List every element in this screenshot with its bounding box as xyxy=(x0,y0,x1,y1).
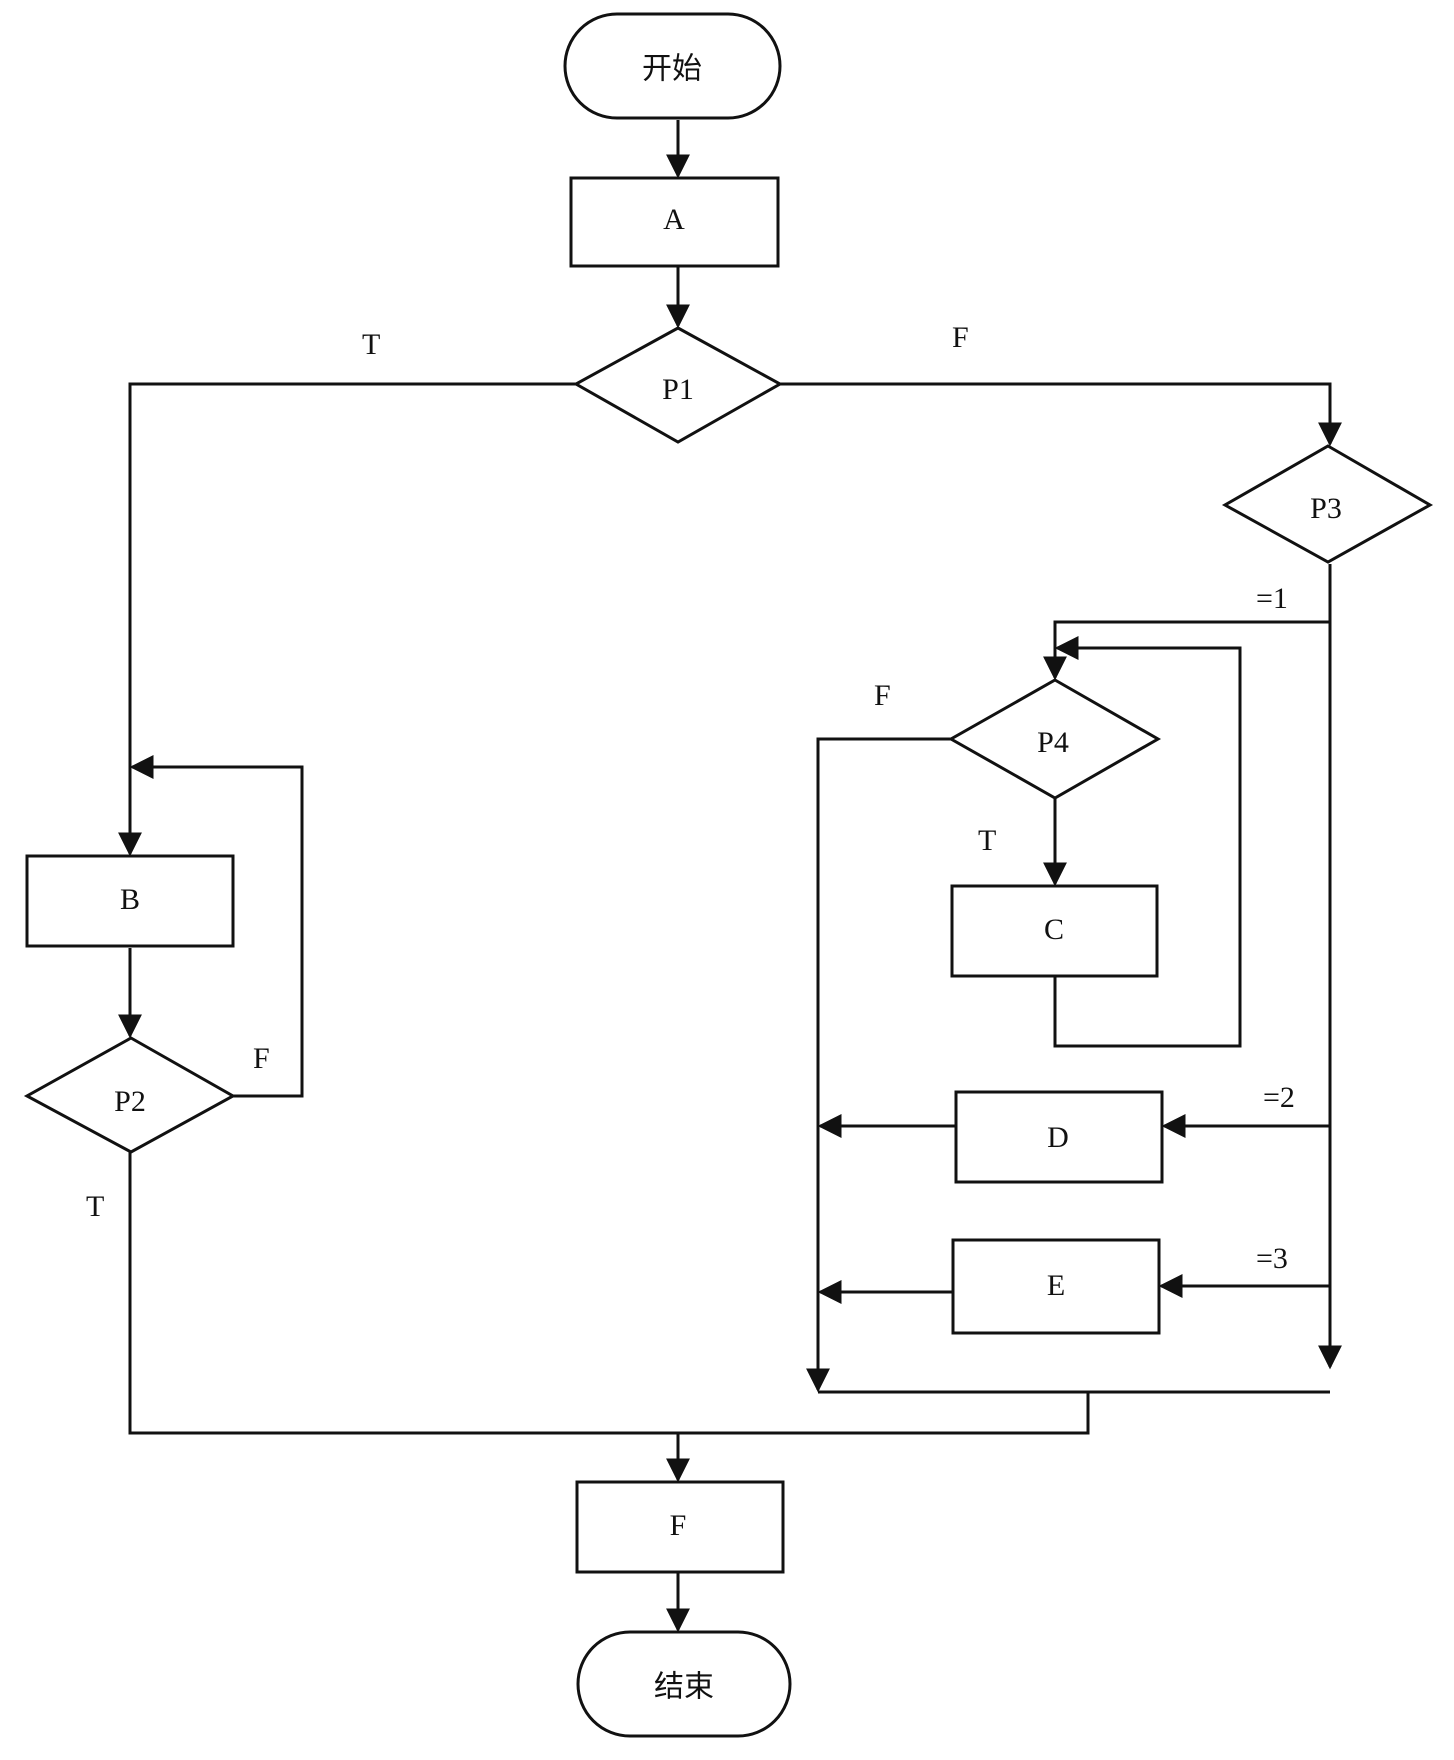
node-start: 开始 xyxy=(563,12,782,120)
node-end: 结束 xyxy=(576,1630,792,1738)
edge-p4-false xyxy=(806,737,951,1393)
edge-labels: T F =1 F T F T =2 =3 xyxy=(86,321,1295,1275)
p2-false-label: F xyxy=(253,1042,270,1075)
process-a-label: A xyxy=(663,203,685,236)
p2-true-label: T xyxy=(86,1190,104,1223)
process-b-shape xyxy=(25,854,235,948)
node-p3: P3 xyxy=(1221,444,1434,564)
node-b: B xyxy=(25,854,235,948)
process-e-shape xyxy=(951,1238,1161,1335)
p4-true-label: T xyxy=(978,824,996,857)
process-f-shape xyxy=(575,1480,785,1574)
start-label: 开始 xyxy=(642,52,702,87)
decision-p1-shape xyxy=(572,326,784,444)
node-e: E xyxy=(951,1238,1161,1335)
decision-p1-label: P1 xyxy=(662,373,694,406)
process-a-shape xyxy=(569,176,780,268)
process-d-shape xyxy=(954,1090,1164,1184)
process-e-label: E xyxy=(1047,1269,1065,1302)
node-p4: P4 xyxy=(947,678,1162,800)
connectors xyxy=(118,120,1342,1633)
p1-false-label: F xyxy=(952,321,969,354)
p1-true-label: T xyxy=(362,328,380,361)
edge-c-loop xyxy=(1053,636,1242,1048)
edge-collector-to-merge xyxy=(678,1392,1090,1435)
p3-eq1-label: =1 xyxy=(1256,582,1288,615)
edge-p1-true-to-b xyxy=(118,382,576,857)
decision-p4-label: P4 xyxy=(1037,726,1069,759)
process-c-shape xyxy=(950,884,1159,978)
terminal-end-shape xyxy=(576,1630,792,1738)
decision-p3-label: P3 xyxy=(1310,492,1342,525)
decision-p3-shape xyxy=(1221,444,1434,564)
edge-p1-false-to-p3 xyxy=(780,382,1342,447)
terminal-start-shape xyxy=(563,12,782,120)
decision-p2-shape xyxy=(23,1036,237,1154)
p3-eq2-label: =2 xyxy=(1263,1081,1295,1114)
node-a: A xyxy=(569,176,780,268)
process-d-label: D xyxy=(1047,1121,1069,1154)
edge-p2-true-to-merge xyxy=(128,1152,678,1435)
node-f: F xyxy=(575,1480,785,1574)
process-c-label: C xyxy=(1044,913,1064,946)
process-f-label: F xyxy=(670,1509,687,1542)
edge-p2-false-loop xyxy=(129,755,304,1098)
node-p2: P2 xyxy=(23,1036,237,1154)
p3-eq3-label: =3 xyxy=(1256,1242,1288,1275)
end-label: 结束 xyxy=(654,1670,714,1705)
p4-false-label: F xyxy=(874,679,891,712)
node-p1: P1 xyxy=(572,326,784,444)
node-d: D xyxy=(954,1090,1164,1184)
edge-p3-eq1-to-p4 xyxy=(1043,620,1330,681)
decision-p4-shape xyxy=(947,678,1162,800)
process-b-label: B xyxy=(120,883,140,916)
decision-p2-label: P2 xyxy=(114,1085,146,1118)
node-c: C xyxy=(950,884,1159,978)
